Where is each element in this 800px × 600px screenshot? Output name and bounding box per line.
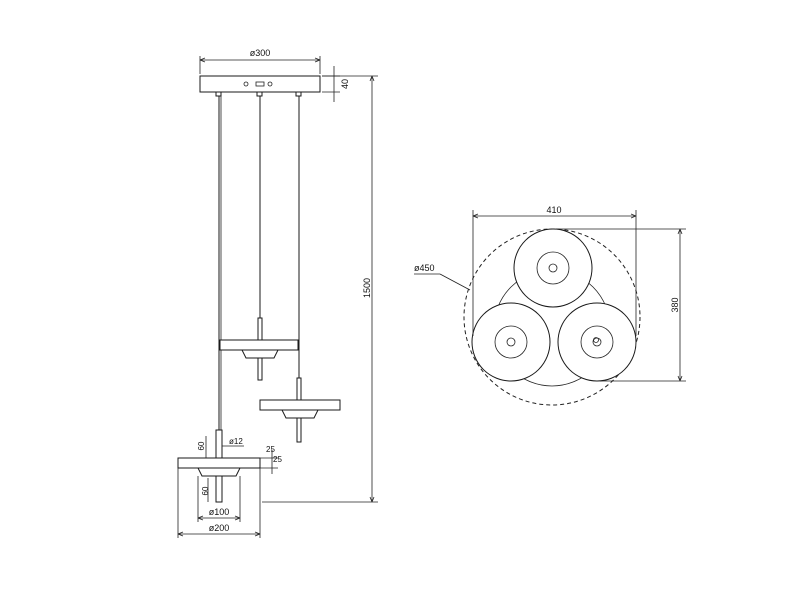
cable-clamp-left	[215, 91, 222, 97]
dim-shade-diameter: ø100	[197, 476, 241, 522]
pendant-middle	[219, 317, 299, 381]
cable-clamp-right	[295, 91, 302, 97]
shade-diameter-label: ø100	[209, 507, 230, 517]
dim-top-height: 380	[556, 228, 686, 382]
dim-overall-height: 1500	[262, 75, 378, 503]
side-view: ø300 40 1500 60 ø12	[177, 48, 378, 538]
dim-stem-diameter: ø12	[222, 437, 244, 447]
dim-stem-height-top: 60	[197, 436, 207, 458]
pendant-right	[259, 377, 341, 443]
top-height-label: 380	[670, 297, 680, 312]
canopy-height-label: 40	[340, 79, 350, 89]
dim-top-width: 410	[472, 205, 637, 336]
canopy-screw-right	[267, 81, 273, 87]
stem-diameter-label: ø12	[229, 437, 243, 446]
overall-height-label: 1500	[362, 278, 372, 298]
canopy	[199, 75, 321, 93]
disc-thickness-2-label: 25	[273, 455, 282, 464]
dim-disc-diameter: ø200	[177, 468, 261, 538]
canopy-diameter-label: ø300	[250, 48, 271, 58]
canopy-screw-left	[243, 81, 249, 87]
top-width-label: 410	[546, 205, 561, 215]
canopy-switch	[255, 81, 265, 87]
dim-stem-height-bottom: 60	[201, 478, 210, 502]
dim-disc-thickness: 25 25	[260, 445, 282, 474]
top-view: 410 380 ø450	[414, 205, 686, 406]
disc-diameter-label: ø200	[209, 523, 230, 533]
stem-height-top-label: 60	[197, 441, 206, 450]
cable-clamp-middle	[256, 91, 263, 97]
shade-top	[513, 228, 593, 308]
pendant-bottom	[177, 429, 261, 503]
dim-outer-diameter: ø450	[414, 263, 471, 291]
stem-height-bottom-label: 60	[201, 486, 210, 495]
dim-canopy-height: 40	[322, 66, 350, 102]
dim-canopy-diameter: ø300	[199, 48, 321, 74]
outer-diameter-label: ø450	[414, 263, 435, 273]
shade-left	[471, 302, 551, 382]
disc-thickness-1-label: 25	[266, 445, 275, 454]
shade-right	[557, 302, 637, 382]
